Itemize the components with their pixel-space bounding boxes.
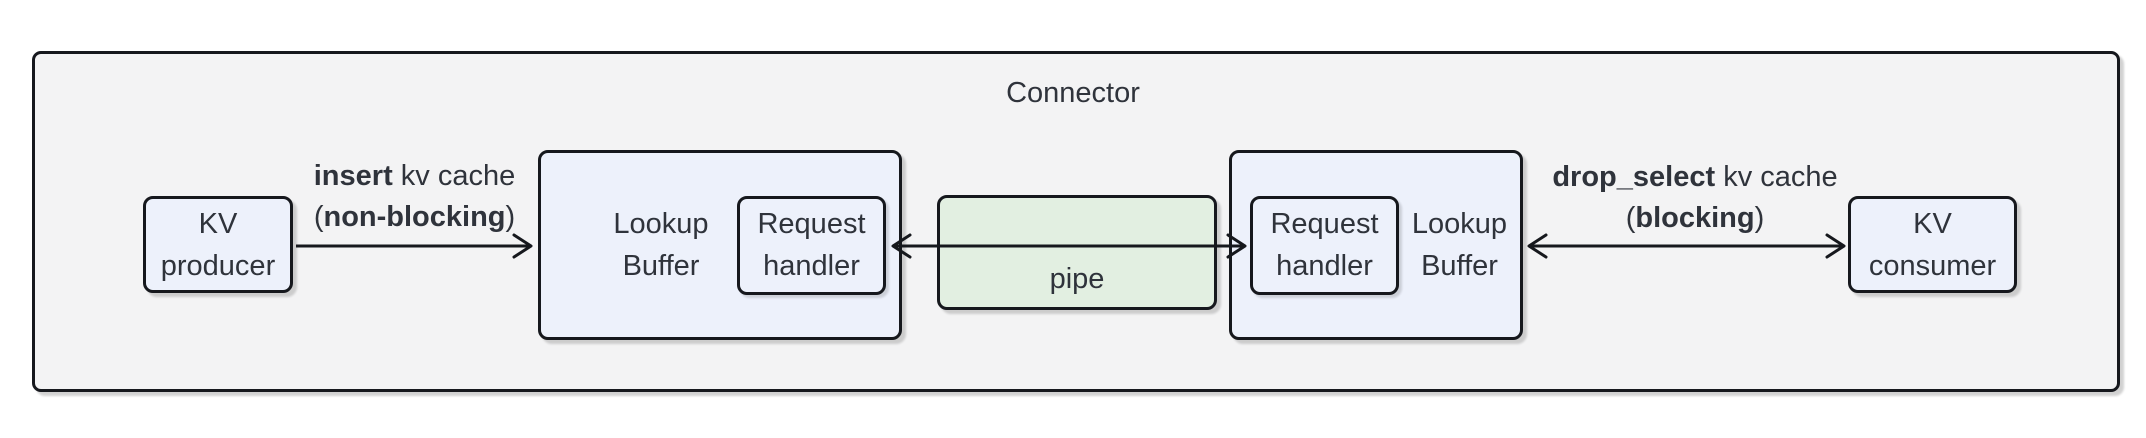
drop-select-arrow-label-line2: (blocking) <box>1495 198 1895 239</box>
drop-select-rest: kv cache <box>1715 161 1838 193</box>
pipe-node: pipe <box>937 195 1217 310</box>
drop-select-arrow-label: drop_select kv cache (blocking) <box>1495 157 1895 239</box>
insert-paren-open: ( <box>313 201 324 233</box>
lookup-buffer-right-line1: Lookup <box>1411 208 1508 240</box>
request-handler-right-line2: handler <box>1276 250 1373 282</box>
request-handler-right-node: Request handler <box>1250 195 1399 295</box>
insert-mode: non-blocking <box>323 201 506 233</box>
drop-select-verb: drop_select <box>1552 161 1716 193</box>
lookup-buffer-left-line1: Lookup <box>613 208 709 240</box>
drop-select-arrow-label-line1: drop_select kv cache <box>1495 157 1895 198</box>
insert-arrow-label-line2: (non-blocking) <box>254 197 575 238</box>
kv-consumer-node: KV consumer <box>1848 196 2017 293</box>
insert-verb: insert <box>313 160 393 192</box>
drop-select-paren-open: ( <box>1625 202 1636 234</box>
kv-consumer-label-line1: KV <box>1913 207 1952 240</box>
lookup-buffer-left-line2: Buffer <box>622 250 700 282</box>
kv-consumer-label-line2: consumer <box>1868 249 1997 282</box>
insert-arrow-label: insert kv cache (non-blocking) <box>254 156 575 238</box>
lookup-buffer-right-line2: Buffer <box>1421 250 1498 282</box>
insert-paren-close: ) <box>505 201 516 233</box>
request-handler-right-line1: Request <box>1270 208 1379 240</box>
lookup-buffer-right-node: Request handler Lookup Buffer <box>1229 150 1523 340</box>
drop-select-mode: blocking <box>1635 202 1755 234</box>
kv-producer-label-line1: KV <box>198 207 238 240</box>
lookup-buffer-right-label: Lookup Buffer <box>1399 203 1520 287</box>
insert-rest: kv cache <box>392 160 516 192</box>
kv-producer-label-line2: producer <box>160 249 276 282</box>
lookup-buffer-left-label: Lookup Buffer <box>541 203 737 287</box>
drop-select-paren-close: ) <box>1754 202 1765 234</box>
lookup-buffer-left-node: Lookup Buffer Request handler <box>538 150 902 340</box>
kv-producer-node: KV producer <box>143 196 293 293</box>
insert-arrow-label-line1: insert kv cache <box>254 156 575 197</box>
request-handler-left-line2: handler <box>763 250 860 282</box>
connector-title: Connector <box>1006 77 1140 109</box>
request-handler-left-node: Request handler <box>737 195 886 295</box>
request-handler-left-line1: Request <box>757 208 866 240</box>
pipe-label: pipe <box>1049 263 1105 295</box>
